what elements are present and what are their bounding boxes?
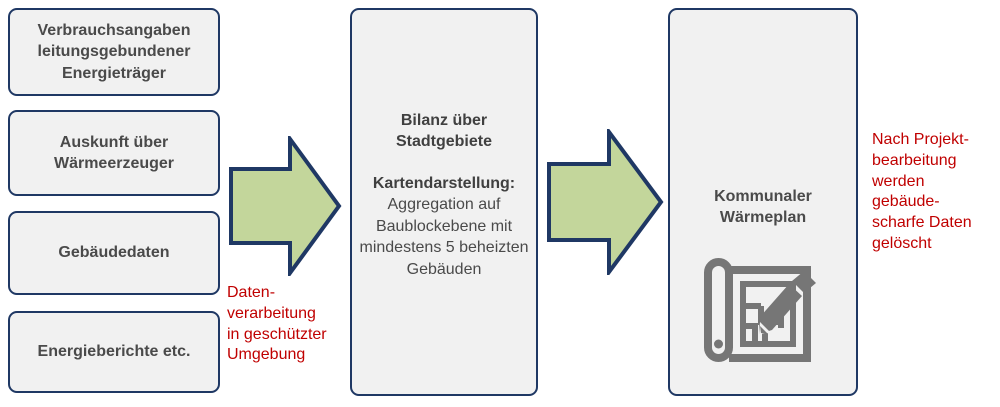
source-box-1-label: Verbrauchsangaben leitungsgebundener Ene… xyxy=(37,22,191,82)
note-left: Daten- verarbeitung in geschützter Umgeb… xyxy=(227,284,327,364)
source-box-2[interactable]: Auskunft über Wärmeerzeuger xyxy=(8,110,220,196)
process-box-content: Bilanz über Stadtgebiete Kartendarstellu… xyxy=(352,18,536,280)
process-spacer xyxy=(352,153,536,173)
right-arrow-icon-1 xyxy=(228,132,342,280)
output-box-label: Kommunaler Wärmeplan xyxy=(714,188,812,227)
process-box-body: Aggregation auf Baublockebene mit mindes… xyxy=(359,196,529,278)
right-arrow-icon-2 xyxy=(546,125,664,279)
source-box-1[interactable]: Verbrauchsangaben leitungsgebundener Ene… xyxy=(8,8,220,96)
source-box-2-label: Auskunft über Wärmeerzeuger xyxy=(53,133,175,172)
process-box-subtitle: Kartendarstellung: xyxy=(372,174,516,192)
source-box-3-label: Gebäudedaten xyxy=(58,244,170,262)
note-right: Nach Projekt- bearbeitung werden gebäude… xyxy=(872,131,972,252)
blueprint-pencil-icon xyxy=(703,256,821,364)
source-box-4-label: Energieberichte etc. xyxy=(37,343,191,361)
source-box-3[interactable]: Gebäudedaten xyxy=(8,211,220,295)
process-box[interactable]: Bilanz über Stadtgebiete Kartendarstellu… xyxy=(350,8,538,396)
source-box-4[interactable]: Energieberichte etc. xyxy=(8,311,220,393)
process-box-heading: Bilanz über Stadtgebiete xyxy=(395,112,492,151)
